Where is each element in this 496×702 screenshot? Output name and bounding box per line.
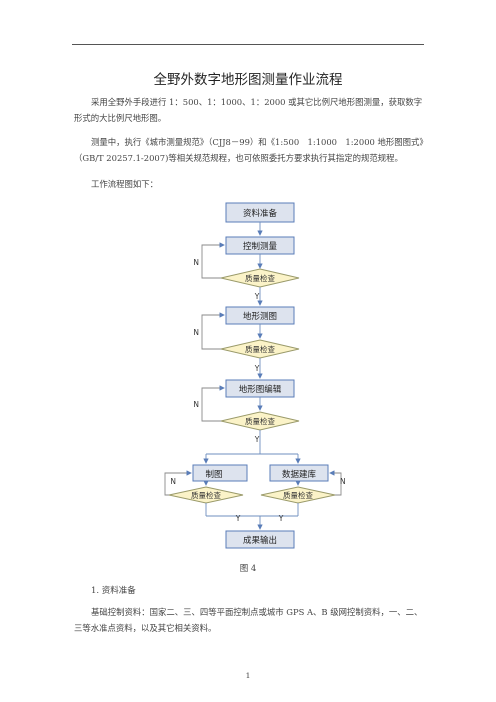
section-heading: 1. 资料准备 — [91, 586, 136, 596]
page-number: 1 — [245, 671, 251, 680]
header-rule — [72, 44, 424, 45]
no-label-1: N — [193, 258, 199, 267]
no-loop-4b — [329, 470, 342, 496]
yes-label-3: Y — [254, 435, 260, 444]
check-3-label: 质量检查 — [245, 416, 275, 426]
figure-caption: 图 4 — [239, 564, 257, 574]
step-output-label: 成果输出 — [243, 535, 277, 546]
step-database-label: 数据建库 — [282, 469, 317, 480]
yes-label-2: Y — [254, 364, 260, 373]
flowchart-intro: 工作流程图如下： — [91, 179, 158, 189]
step-output-box — [225, 530, 295, 549]
intro-paragraph: 采用全野外手段进行 1：500、1：1000、1：2000 或其它比例尺地形图测… — [74, 97, 423, 123]
check-4a-label: 质量检查 — [191, 490, 221, 500]
no-label-2: N — [193, 328, 199, 337]
step-materials-label: 资料准备 — [243, 208, 278, 219]
no-label-4a: N — [170, 477, 176, 486]
step-mapping-label: 地形测图 — [243, 311, 277, 322]
step-editing-label: 地形图编辑 — [239, 384, 282, 395]
no-loop-4a — [164, 470, 192, 496]
check-1-label: 质量检查 — [245, 273, 275, 283]
no-loop-2 — [201, 312, 225, 350]
check-4b-label: 质量检查 — [283, 490, 313, 500]
yes-label-1: Y — [254, 292, 260, 301]
document-title: 全野外数字地形图测量作业流程 — [153, 72, 343, 88]
no-label-4b: N — [340, 477, 346, 486]
standards-paragraph: 测量中，执行《城市测量规范》（CJJ8－99）和《1:500 1:1000 1:… — [74, 137, 424, 163]
yes-label-4a: Y — [235, 514, 241, 523]
no-loop-3 — [201, 385, 225, 422]
yes-label-4b: Y — [278, 514, 284, 523]
step-cartography-label: 制图 — [205, 469, 222, 480]
check-2-label: 质量检查 — [245, 344, 275, 354]
no-loop-1 — [201, 242, 225, 279]
step-control-label: 控制测量 — [243, 241, 278, 252]
no-label-3: N — [193, 400, 199, 409]
step-cartography-box — [192, 464, 248, 482]
section-paragraph: 基础控制资料：国家二、三、四等平面控制点或城市 GPS A、B 级网控制资料，一… — [74, 607, 423, 633]
